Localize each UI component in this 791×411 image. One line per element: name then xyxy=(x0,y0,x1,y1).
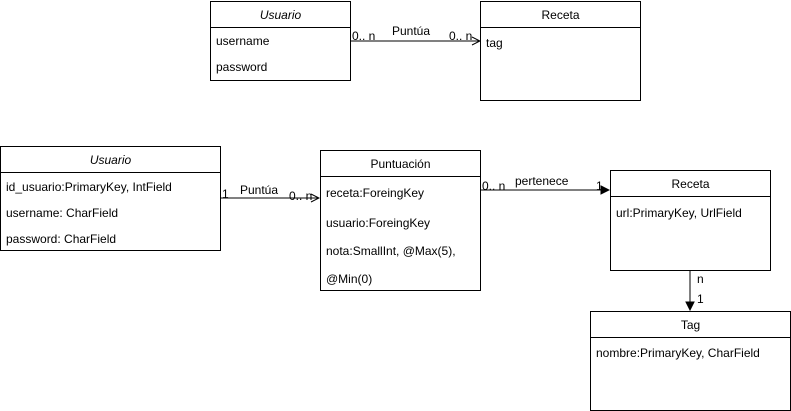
multiplicity-label: 1 xyxy=(697,292,704,306)
multiplicity-label: n xyxy=(697,272,704,286)
multiplicity-label: 0.. n xyxy=(449,29,473,43)
class-title: Usuario xyxy=(1,147,220,173)
attribute: nombre:PrimaryKey, CharField xyxy=(596,346,760,360)
attribute: @Min(0) xyxy=(326,272,373,286)
multiplicity-label: 1 xyxy=(222,187,229,201)
association-label: Puntúa xyxy=(240,183,279,197)
usuario-class[interactable]: Usuario id_usuario:PrimaryKey, IntField … xyxy=(0,146,221,251)
puntuacion-class[interactable]: Puntuación receta:ForeingKey usuario:For… xyxy=(320,150,481,291)
attribute: url:PrimaryKey, UrlField xyxy=(616,206,742,220)
receta-class-simple[interactable]: Receta tag xyxy=(480,1,641,101)
class-title: Receta xyxy=(481,2,640,28)
association-label: pertenece xyxy=(515,174,569,188)
attribute: password xyxy=(216,60,268,74)
attribute: receta:ForeingKey xyxy=(326,186,425,200)
attribute: nota:SmallInt, @Max(5), xyxy=(326,244,456,258)
attribute: usuario:ForeingKey xyxy=(326,216,431,230)
multiplicity-label: 0.. n xyxy=(352,29,376,43)
class-title: Receta xyxy=(611,171,770,197)
attribute: tag xyxy=(486,36,503,50)
class-title: Tag xyxy=(591,312,790,338)
attribute: id_usuario:PrimaryKey, IntField xyxy=(6,180,172,194)
multiplicity-label: 0.. n xyxy=(482,179,506,193)
attribute: username: CharField xyxy=(6,206,119,220)
class-title: Puntuación xyxy=(321,151,480,177)
multiplicity-label: 0.. n xyxy=(289,189,313,203)
class-title: Usuario xyxy=(211,2,350,28)
tag-class[interactable]: Tag nombre:PrimaryKey, CharField xyxy=(590,311,791,411)
usuario-class-simple[interactable]: Usuario username password xyxy=(210,1,351,81)
association-label: Puntúa xyxy=(392,24,431,38)
attribute: password: CharField xyxy=(6,232,117,246)
multiplicity-label: 1 xyxy=(596,179,603,193)
receta-class[interactable]: Receta url:PrimaryKey, UrlField xyxy=(610,170,771,271)
attribute: username xyxy=(216,34,270,48)
